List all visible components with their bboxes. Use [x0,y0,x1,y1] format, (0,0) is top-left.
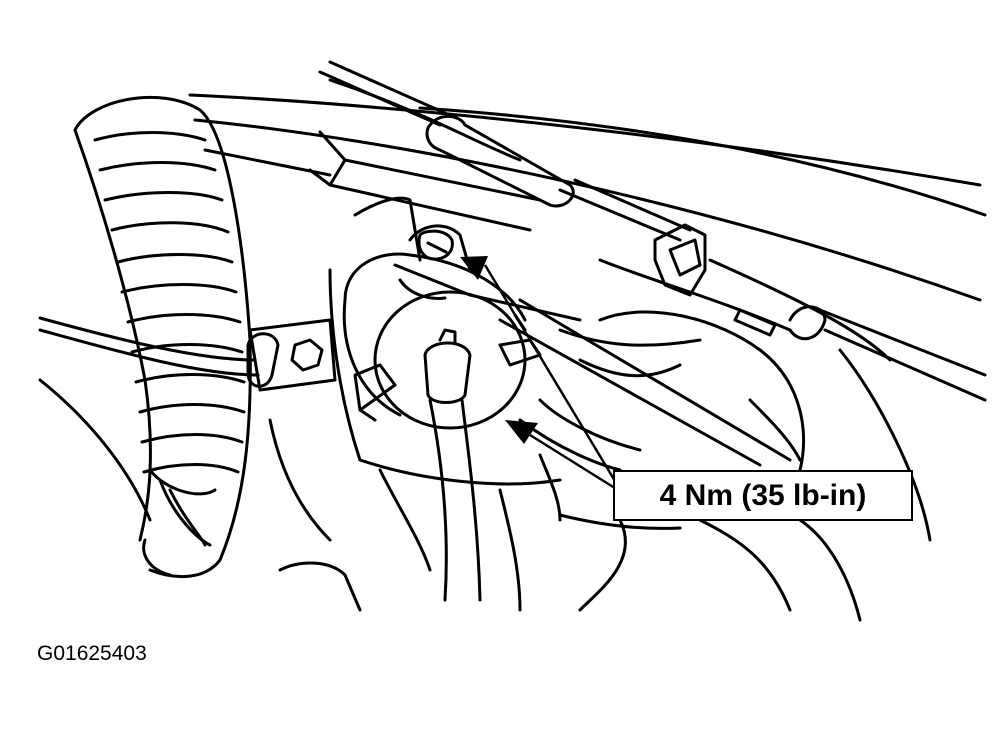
arrow-icon [460,256,620,492]
mounting-bracket [353,196,792,467]
left-cable-fitting [38,316,337,522]
figure-id: G01625403 [37,642,147,665]
corrugated-hose [73,95,252,579]
upper-body-panels [188,78,987,302]
lower-structures [268,268,932,622]
torque-callout: 4 Nm (35 lb-in) [613,470,913,521]
torque-spec-label: 4 Nm (35 lb-in) [659,478,867,512]
connector-wire [423,328,482,602]
upper-rod-assembly [203,60,692,242]
upper-clip [598,223,987,402]
